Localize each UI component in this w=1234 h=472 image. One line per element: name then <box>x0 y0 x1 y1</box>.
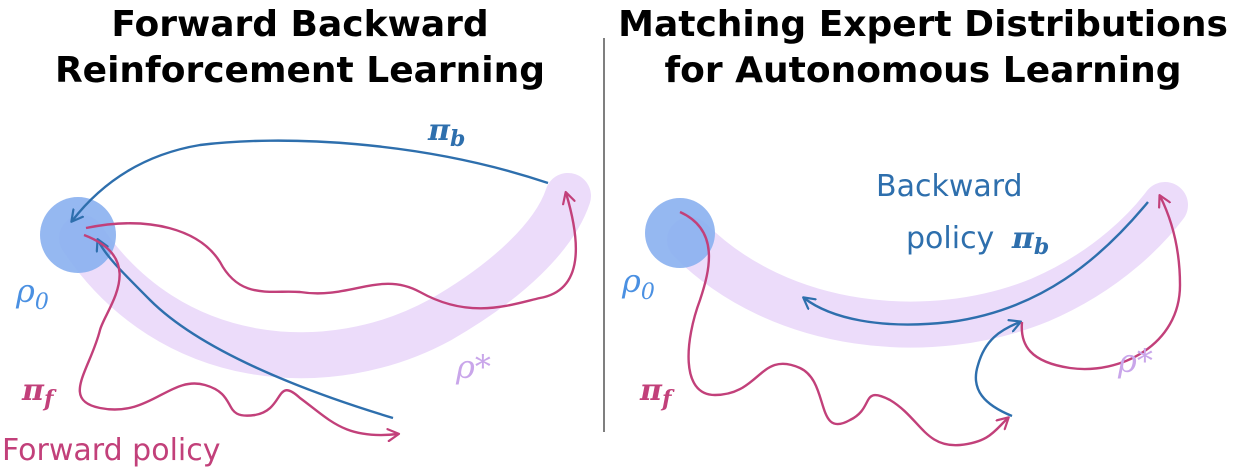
right-backward-arc <box>804 201 1149 326</box>
left-backward-policy-symbol: π <box>427 113 451 148</box>
right-backward-policy-sub: b <box>1034 234 1049 260</box>
left-backward-arc <box>72 139 549 221</box>
left-expert-dist-label: ρ* <box>455 348 491 386</box>
right-backward-caption-line-1: Backward <box>876 169 1023 204</box>
right-initial-dist-rho: ρ <box>621 262 641 300</box>
right-forward-to-goal <box>1020 196 1182 371</box>
left-forward-wander <box>78 233 398 435</box>
left-forward-policy-symbol: π <box>21 373 45 408</box>
left-backward-policy-label: πb <box>427 113 465 152</box>
right-panel-title: Matching Expert Distributions for Autono… <box>612 2 1234 94</box>
right-forward-policy-sub: f <box>660 386 675 412</box>
right-expert-band <box>667 182 1188 348</box>
right-expert-dist-label: ρ* <box>1117 342 1153 380</box>
right-forward-policy-symbol: π <box>639 373 663 408</box>
right-backward-caption-word: policy <box>906 221 994 256</box>
right-initial-dist-label: ρ0 <box>621 262 655 305</box>
left-backward-policy-sub: b <box>450 126 465 152</box>
right-title-line-2: for Autonomous Learning <box>664 50 1182 91</box>
right-panel: Backward policy πb ρ0 ρ* πf <box>621 169 1188 447</box>
left-forward-policy-sub: f <box>42 386 57 412</box>
left-initial-dist-sub: 0 <box>35 290 49 315</box>
left-initial-dist-rho: ρ <box>15 272 35 310</box>
right-title-line-1: Matching Expert Distributions <box>618 4 1228 45</box>
left-panel: πb ρ0 ρ* πf Forward policy <box>2 113 591 468</box>
right-initial-dist-sub: 0 <box>641 280 655 305</box>
right-initial-state-circle <box>645 198 715 268</box>
right-forward-wander <box>679 210 1008 447</box>
left-forward-policy-label: πf <box>21 373 57 412</box>
left-forward-policy-caption: Forward policy <box>2 433 221 468</box>
right-forward-policy-label: πf <box>639 373 675 412</box>
right-backward-caption-line-2: policy πb <box>906 221 1049 260</box>
left-initial-state-circle <box>40 197 116 273</box>
left-title-line-2: Reinforcement Learning <box>54 50 546 91</box>
left-initial-dist-label: ρ0 <box>15 272 49 315</box>
left-panel-title: Forward Backward Reinforcement Learning <box>0 2 600 94</box>
left-backward-return <box>98 240 394 420</box>
right-backward-policy-symbol: π <box>1011 221 1035 256</box>
left-title-line-1: Forward Backward <box>111 4 489 45</box>
left-expert-band <box>59 173 591 379</box>
right-backward-hook <box>974 322 1020 418</box>
left-forward-to-goal <box>85 193 578 310</box>
